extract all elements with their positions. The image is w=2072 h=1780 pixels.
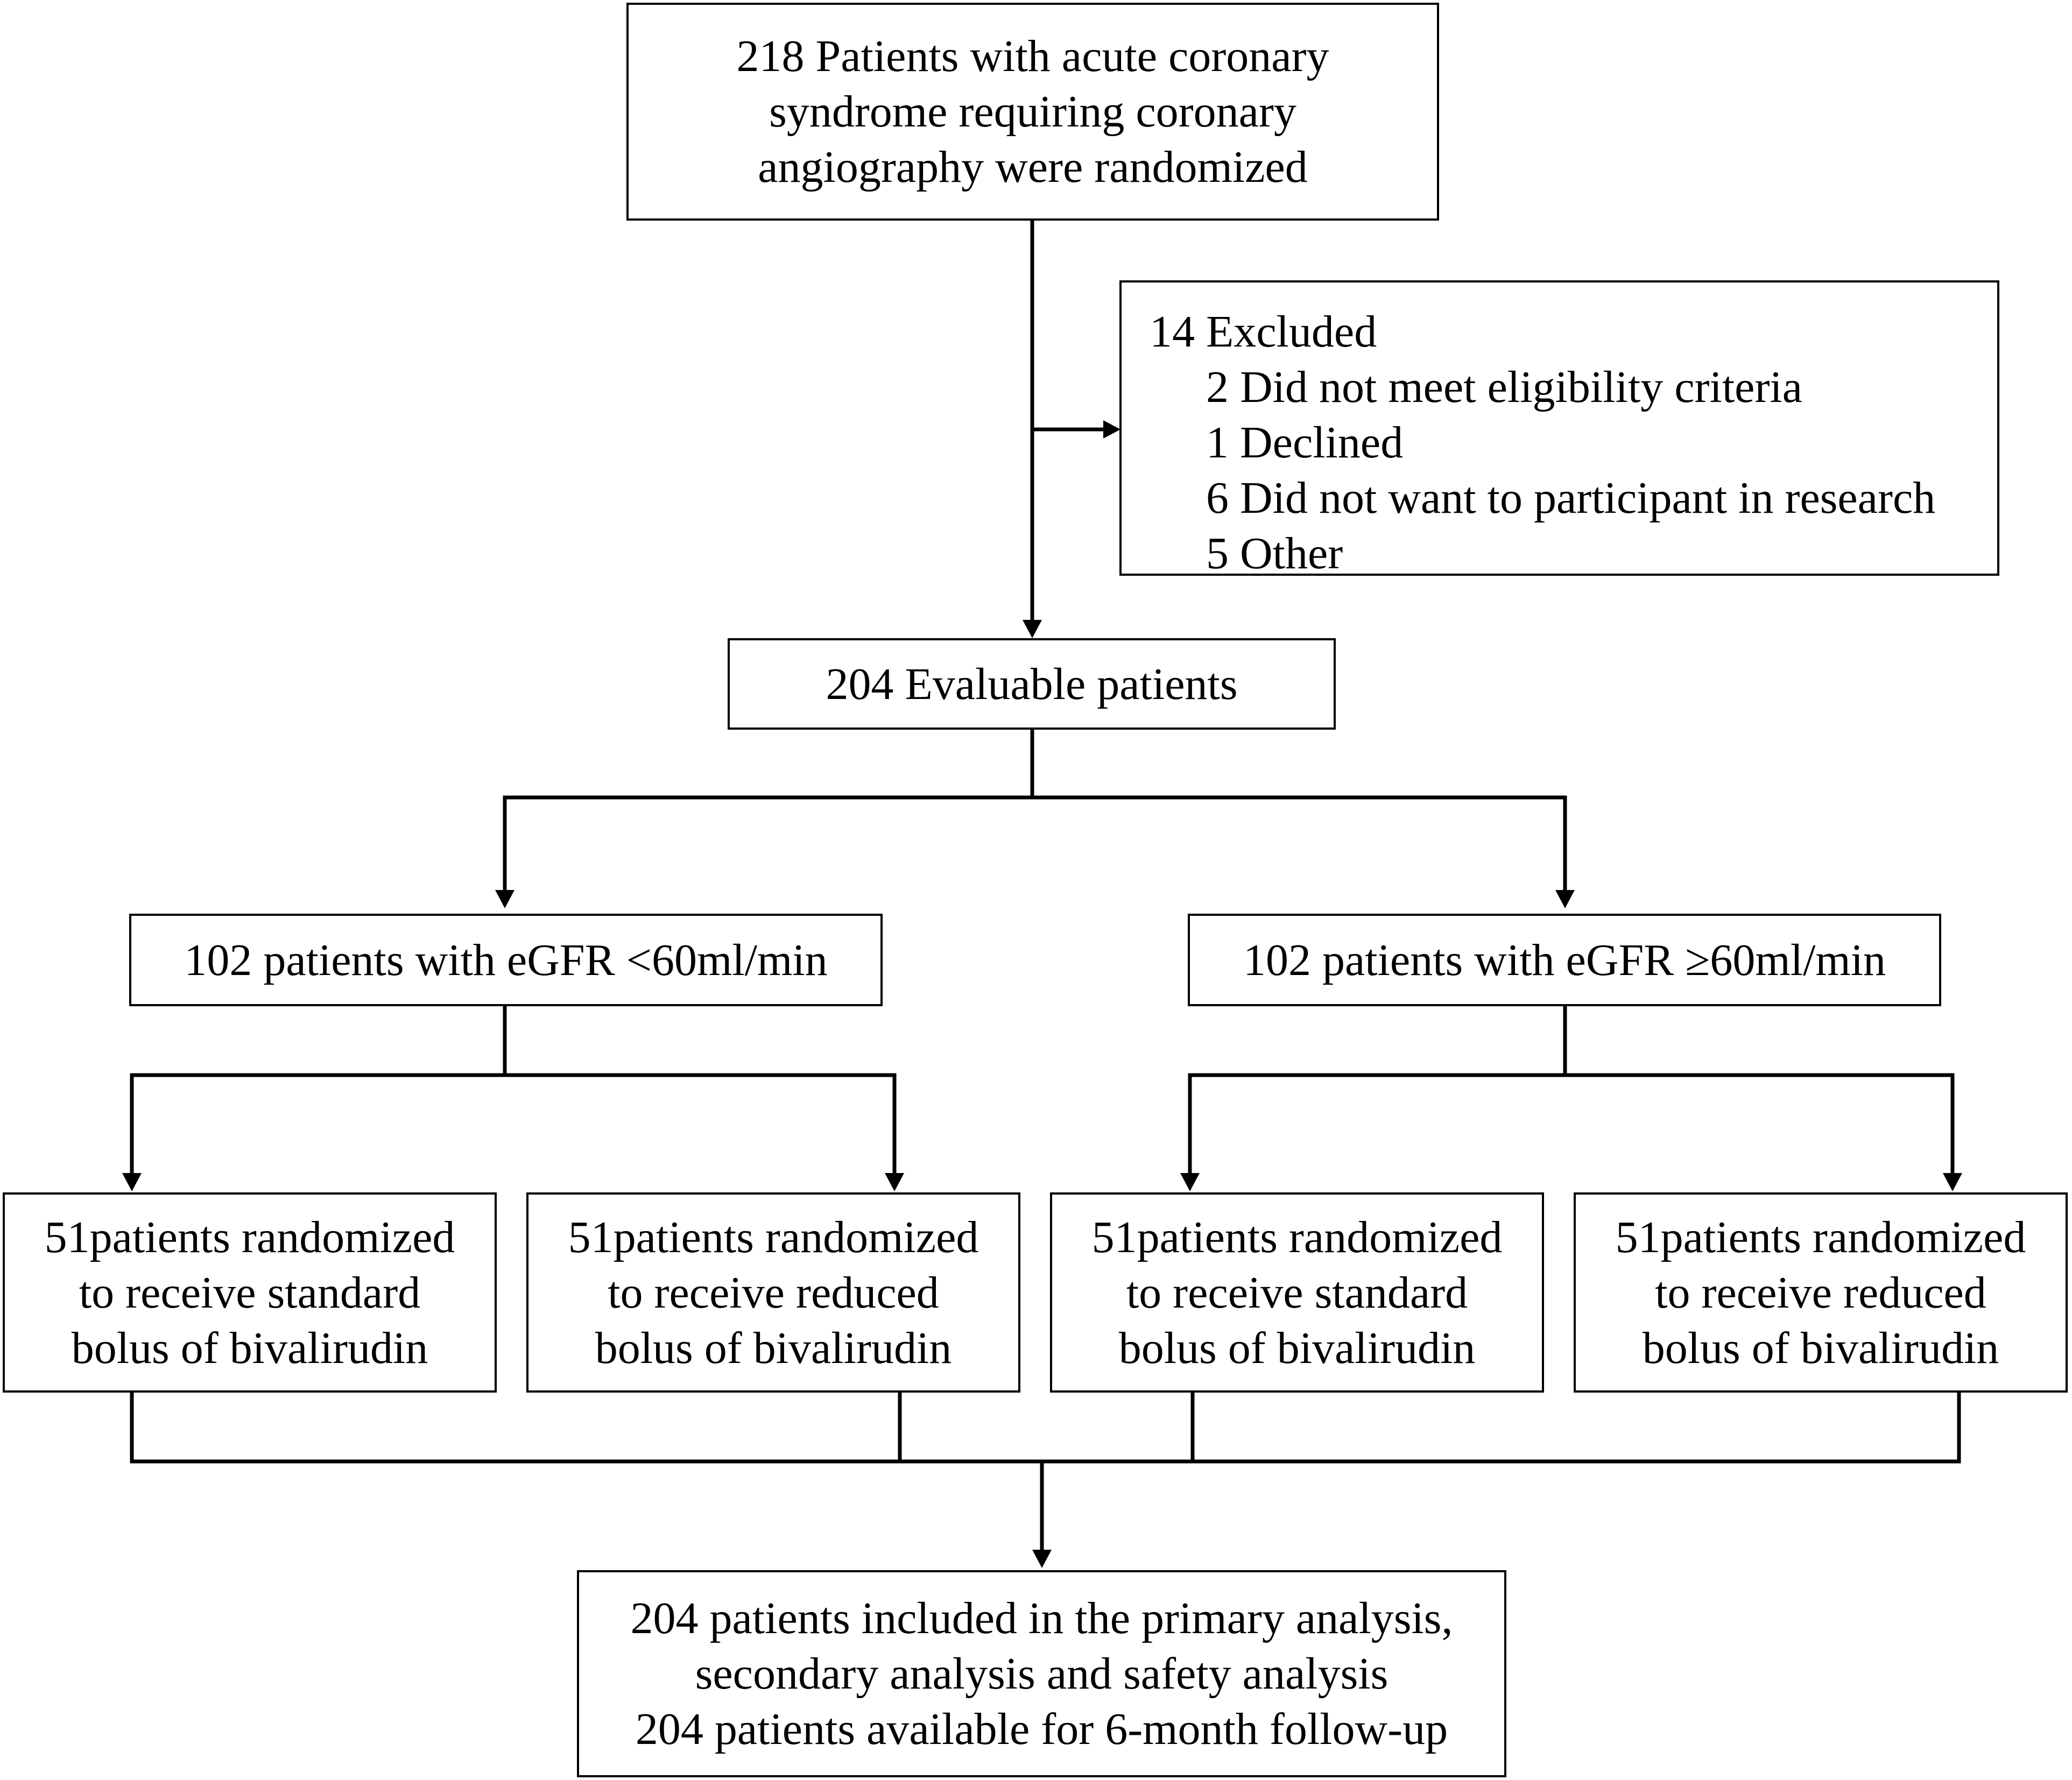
- analysis-line: 204 patients available for 6-month follo…: [635, 1704, 1448, 1754]
- enrolled-box: 218 Patients with acute coronary syndrom…: [626, 3, 1439, 221]
- excluded-reason: 6 Did not want to participant in researc…: [1206, 473, 1936, 523]
- enrolled-line: angiography were randomized: [758, 142, 1308, 192]
- excluded-reason: 5 Other: [1206, 528, 1343, 578]
- excluded-reason: 1 Declined: [1206, 418, 1404, 468]
- excluded-title: 14 Excluded: [1150, 307, 1377, 357]
- arm-line: to receive reduced: [1655, 1267, 1986, 1318]
- arm-reduced-bolus-high-egfr-box: 51patients randomized to receive reduced…: [1574, 1192, 2068, 1393]
- arrowhead-stratum-high: [1555, 890, 1575, 908]
- arm-line: bolus of bivalirudin: [595, 1323, 952, 1373]
- arrowhead-arm-3: [1180, 1173, 1200, 1191]
- arrowhead-excluded: [1103, 420, 1120, 439]
- arm-line: bolus of bivalirudin: [1118, 1323, 1476, 1373]
- arm-line: 51patients randomized: [568, 1212, 979, 1262]
- arm-reduced-bolus-low-egfr-box: 51patients randomized to receive reduced…: [526, 1192, 1020, 1393]
- analysis-box: 204 patients included in the primary ana…: [577, 1570, 1506, 1777]
- arm-standard-bolus-low-egfr-box: 51patients randomized to receive standar…: [3, 1192, 497, 1393]
- arrowhead-stratum-low: [495, 890, 515, 908]
- arrowhead-arm-4: [1943, 1173, 1962, 1191]
- arm-line: to receive reduced: [608, 1267, 939, 1318]
- analysis-line: secondary analysis and safety analysis: [695, 1649, 1389, 1699]
- enrolled-line: syndrome requiring coronary: [769, 87, 1296, 137]
- arm-line: bolus of bivalirudin: [71, 1323, 428, 1373]
- stratum-label: 102 patients with eGFR ≥60ml/min: [1243, 935, 1886, 985]
- stratum-label: 102 patients with eGFR <60ml/min: [184, 935, 828, 985]
- arm-line: to receive standard: [1126, 1267, 1468, 1318]
- enrolled-line: 218 Patients with acute coronary: [736, 31, 1329, 81]
- analysis-line: 204 patients included in the primary ana…: [630, 1593, 1453, 1643]
- arrowhead-arm-2: [885, 1173, 904, 1191]
- arrowhead-evaluable: [1023, 620, 1042, 638]
- arm-line: 51patients randomized: [1091, 1212, 1503, 1262]
- arm-line: 51patients randomized: [44, 1212, 455, 1262]
- arrowhead-analysis: [1032, 1550, 1052, 1568]
- stratum-high-egfr-box: 102 patients with eGFR ≥60ml/min: [1188, 914, 1941, 1006]
- arm-line: 51patients randomized: [1615, 1212, 2026, 1262]
- evaluable-box: 204 Evaluable patients: [728, 638, 1336, 730]
- arm-standard-bolus-high-egfr-box: 51patients randomized to receive standar…: [1050, 1192, 1544, 1393]
- arrowhead-arm-1: [122, 1173, 142, 1191]
- excluded-reason: 2 Did not meet eligibility criteria: [1206, 362, 1803, 412]
- evaluable-label: 204 Evaluable patients: [826, 659, 1238, 709]
- stratum-low-egfr-box: 102 patients with eGFR <60ml/min: [129, 914, 883, 1006]
- arm-line: to receive standard: [79, 1267, 421, 1318]
- excluded-box: 14 Excluded 2 Did not meet eligibility c…: [1119, 280, 1999, 578]
- arm-line: bolus of bivalirudin: [1642, 1323, 1999, 1373]
